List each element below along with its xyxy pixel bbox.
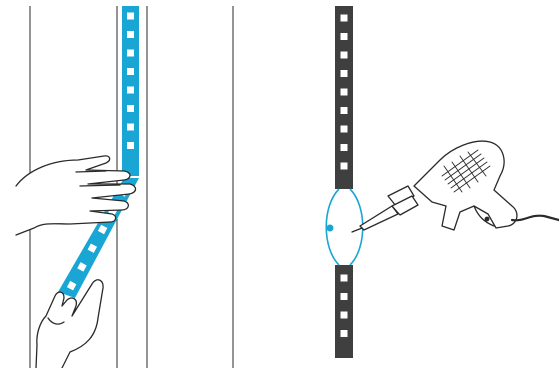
soldering-gun-icon [351, 140, 559, 233]
led-dot [340, 125, 348, 133]
led-dot [127, 68, 134, 75]
led-dot [127, 142, 134, 149]
led-dot [340, 162, 348, 170]
led-dot [77, 262, 87, 272]
led-strip-upper [335, 6, 353, 189]
led-dot [340, 311, 348, 319]
led-dot [340, 107, 348, 114]
led-dot [340, 144, 348, 151]
led-dot [127, 12, 134, 20]
led-dot [127, 105, 134, 112]
led-dot [340, 14, 348, 22]
wire-left [325, 188, 340, 266]
led-dot [340, 293, 348, 300]
led-dot [340, 274, 348, 282]
led-dot [97, 224, 108, 235]
led-dot [340, 33, 348, 40]
solder-point [326, 224, 334, 232]
apply-strip-panel [15, 6, 234, 368]
led-dot [127, 123, 134, 131]
led-dot [340, 51, 348, 59]
led-strip-lower [335, 265, 353, 358]
led-dot [340, 330, 348, 337]
hand-icon [15, 155, 137, 236]
finger-hand-icon [35, 279, 104, 368]
led-dot [340, 70, 348, 77]
led-dot [66, 280, 77, 291]
solder-wire-bridge [325, 188, 364, 266]
led-strip-applied [122, 6, 139, 176]
led-dot [127, 86, 134, 94]
solder-joint-panel [325, 6, 559, 358]
led-dot [87, 243, 98, 253]
led-dot [340, 88, 348, 96]
led-dot [127, 31, 134, 38]
led-dot [127, 49, 134, 57]
led-strip-body [335, 6, 353, 189]
